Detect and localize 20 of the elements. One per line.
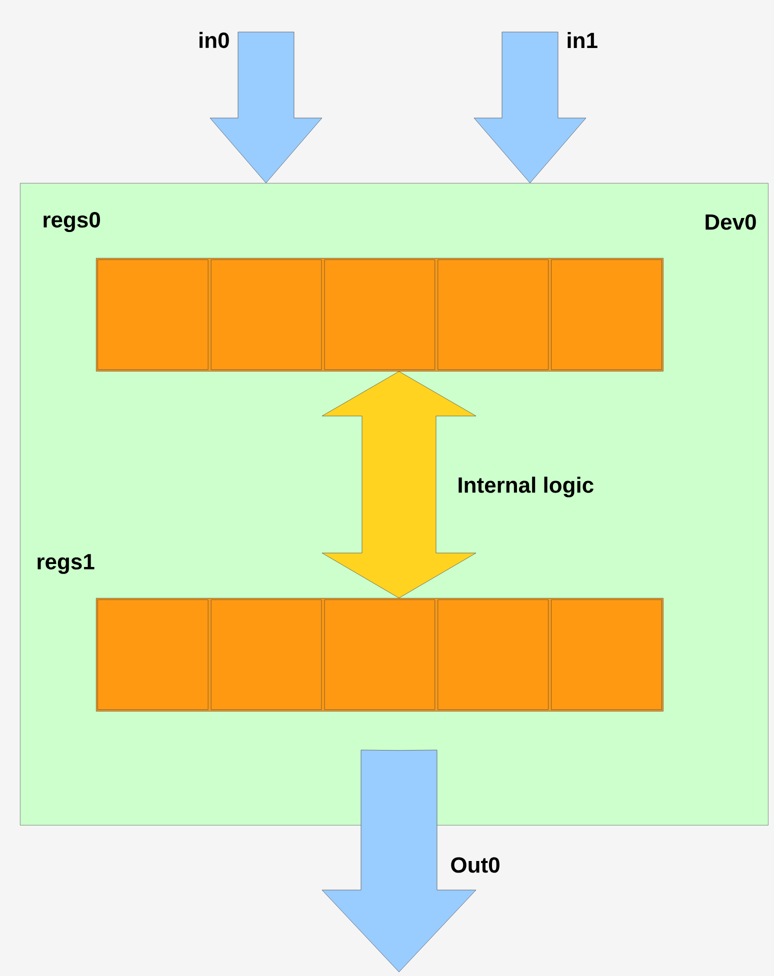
register-cell — [324, 600, 436, 710]
block-arrow — [474, 32, 586, 184]
register-cell — [324, 260, 436, 370]
block-arrow — [210, 32, 322, 184]
register-cell — [438, 260, 548, 370]
edge-label: Internal logic — [458, 476, 594, 498]
edge-label: Out0 — [451, 857, 500, 873]
block-arrow — [322, 750, 476, 972]
register-cell — [210, 600, 322, 710]
register-cell — [98, 260, 208, 370]
block-arrow — [322, 371, 476, 598]
register-cell — [438, 600, 548, 710]
register-cell — [210, 260, 322, 370]
edge-label: in1 — [568, 32, 598, 48]
register-cell — [551, 260, 662, 370]
node-label: regs0 — [44, 212, 100, 232]
edge-label: in0 — [200, 32, 229, 48]
node-label: regs1 — [38, 554, 94, 574]
register-cell — [551, 600, 662, 710]
register-cell — [98, 600, 208, 710]
